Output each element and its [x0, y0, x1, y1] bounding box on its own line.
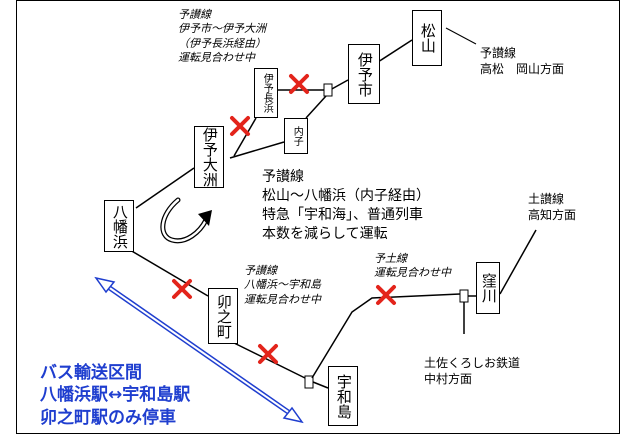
station-iyo-nagahama: 伊予長浜 — [254, 68, 278, 118]
suspension-cross-unomachi-uwajima — [258, 344, 278, 364]
note-reduced-service-line3: 特急「宇和海」、普通列車 — [262, 206, 423, 223]
leader-takamatsu — [445, 27, 477, 45]
line-uchiko-ozu — [229, 141, 285, 159]
line-dosan — [499, 229, 537, 295]
station-unomachi: 卯之町 — [208, 288, 238, 344]
station-iyo-ozu: 伊予大洲 — [194, 126, 224, 188]
note-tosa-kuroshio: 土佐くろしお鉄道 中村方面 — [424, 356, 520, 387]
note-yawatahama-uwajima-line1: 予讃線 — [244, 264, 277, 277]
suspension-cross-nagahama-ozu — [230, 116, 250, 136]
map-frame — [16, 0, 620, 434]
note-yosan-takamatsu: 予讃線 高松 岡山方面 — [480, 46, 564, 77]
station-iyoshi: 伊予市 — [348, 44, 380, 104]
note-iyoshi-ozu-line2: 伊予市～伊予大洲 — [178, 22, 266, 36]
station-matsuyama: 松山 — [412, 10, 442, 66]
junction-iyoshi — [323, 83, 333, 97]
curved-arrow-icon — [160, 197, 212, 244]
station-yawatahama: 八幡浜 — [104, 200, 134, 252]
note-iyoshi-ozu: 予讃線 伊予市～伊予大洲 （伊予長浜経由） 運転見合わせ中 — [178, 8, 266, 65]
line-matsuyama-iyoshi — [377, 39, 413, 63]
line-yawatahama-unomachi — [129, 249, 209, 297]
line-iyoshi-junction — [329, 79, 349, 91]
note-dosan-line1: 土讃線 — [528, 192, 565, 206]
note-reduced-service-line2: 松山～八幡浜（内子経由） — [262, 187, 430, 204]
station-uwajima: 宇和島 — [328, 366, 358, 426]
junction-kubokawa — [459, 289, 469, 303]
note-iyoshi-ozu-line1: 予讃線 — [178, 8, 211, 21]
note-dosan: 土讃線 高知方面 — [528, 192, 576, 223]
line-unomachi-uwajima — [227, 339, 306, 379]
suspension-cross-yawatahama-unomachi — [172, 279, 192, 299]
line-nagahama-ozu — [233, 117, 257, 157]
note-yodo-line1: 予土線 — [374, 252, 407, 265]
note-reduced-service-line1: 予讃線 — [262, 169, 304, 185]
note-iyoshi-ozu-line3: （伊予長浜経由） — [178, 36, 266, 50]
note-tosa-kuroshio-line1: 土佐くろしお鉄道 — [424, 356, 521, 370]
line-uwajima-station — [312, 381, 329, 389]
note-yawatahama-uwajima: 予讃線 八幡浜～宇和島 運転見合わせ中 — [244, 264, 321, 307]
note-yosan-takamatsu-line2: 高松 岡山方面 — [480, 61, 565, 76]
bus-service-title: バス輸送区間 — [40, 363, 142, 383]
note-reduced-service-line4: 本数を減らして運転 — [262, 225, 388, 242]
suspension-cross-nagahama — [289, 74, 309, 94]
suspension-cross-yodo — [376, 285, 396, 305]
note-yodo-line2: 運転見合わせ中 — [374, 266, 451, 280]
bus-service-stop: 卯之町駅のみ停車 — [40, 407, 176, 428]
station-kubokawa: 窪川 — [476, 262, 500, 314]
station-uchiko: 内子 — [284, 118, 308, 154]
note-dosan-line2: 高知方面 — [528, 207, 577, 222]
note-yawatahama-uwajima-line2: 八幡浜～宇和島 — [244, 278, 321, 292]
line-junction-uchiko — [305, 95, 327, 119]
note-yodo: 予土線 運転見合わせ中 — [374, 252, 451, 281]
note-yosan-takamatsu-line1: 予讃線 — [480, 46, 517, 60]
note-yawatahama-uwajima-line3: 運転見合わせ中 — [244, 292, 321, 306]
bus-service-route: 八幡浜駅↔宇和島駅 — [40, 385, 191, 406]
note-tosa-kuroshio-line2: 中村方面 — [424, 371, 473, 386]
line-yodo — [311, 293, 461, 379]
line-ozu-yawatahama — [135, 167, 195, 209]
note-iyoshi-ozu-line4: 運転見合わせ中 — [178, 50, 255, 64]
note-reduced-service: 予讃線 松山～八幡浜（内子経由） 特急「宇和海」、普通列車 本数を減らして運転 — [262, 168, 430, 244]
bus-section-arrow — [94, 276, 304, 424]
bus-service-info: バス輸送区間 八幡浜駅↔宇和島駅 卯之町駅のみ停車 — [40, 362, 190, 429]
